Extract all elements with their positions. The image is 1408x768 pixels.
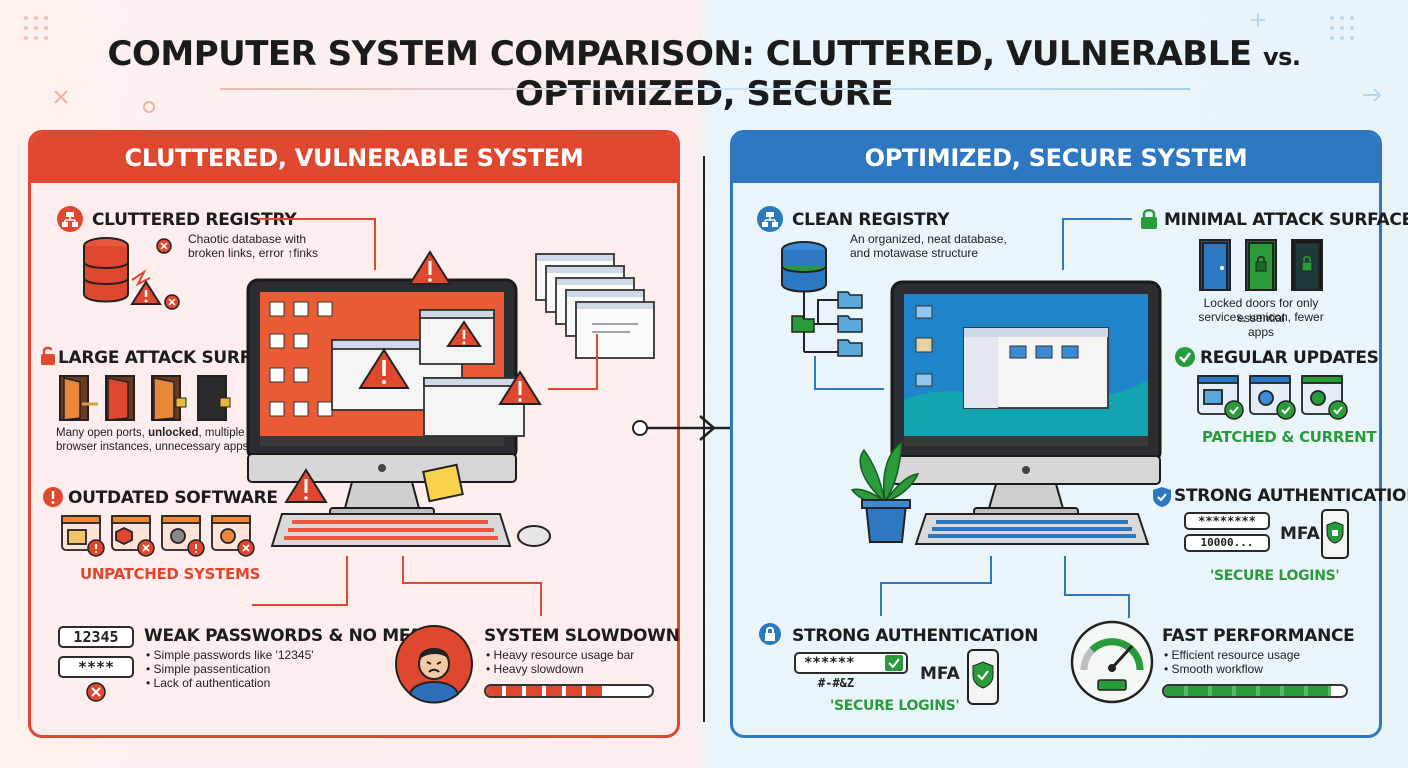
unpatched-systems-tag: UNPATCHED SYSTEMS <box>80 565 261 583</box>
connector-line <box>258 218 376 220</box>
title-divider <box>220 88 1190 90</box>
slowdown-bullet-1: • Heavy resource usage bar <box>486 648 635 662</box>
decor-dots-right <box>1330 16 1354 40</box>
secure-password-field-bottom: ****** <box>794 652 908 674</box>
connector-line <box>374 218 376 270</box>
secure-logins-tag-bottom: 'SECURE LOGINS' <box>830 698 960 714</box>
password-check-icon <box>885 655 903 671</box>
page-title: COMPUTER SYSTEM COMPARISON: CLUTTERED, V… <box>107 34 1301 114</box>
strong-auth-heading-bottom: STRONG AUTHENTICATION <box>792 626 1039 646</box>
weak-passwords-heading: WEAK PASSWORDS & NO MFA <box>144 626 422 646</box>
decor-plus-icon <box>1251 13 1265 27</box>
updated-app-icons <box>1197 375 1348 420</box>
mfa-label-top: MFA <box>1280 524 1320 544</box>
cluttered-keyboard-icon <box>270 513 551 547</box>
clean-registry-heading: CLEAN REGISTRY <box>792 210 950 230</box>
performance-bullet-2: • Smooth workflow <box>1164 662 1263 676</box>
decor-arrow-icon <box>1363 88 1382 102</box>
secure-password-field-top: ******** <box>1184 512 1270 530</box>
slowdown-bullet-2: • Heavy slowdown <box>486 662 584 676</box>
locked-badge-icon <box>759 623 781 645</box>
secure-system-panel: OPTIMIZED, SECURE SYSTEM <box>730 130 1382 738</box>
organized-database-icon <box>781 241 863 357</box>
connector-line <box>880 582 992 584</box>
secure-panel-header: OPTIMIZED, SECURE SYSTEM <box>733 133 1379 183</box>
outdated-app-icons <box>61 515 255 557</box>
secure-logins-tag-top: 'SECURE LOGINS' <box>1210 568 1340 584</box>
speedometer-icon <box>1070 620 1154 704</box>
weak-password-field-1: 12345 <box>58 626 134 648</box>
large-attack-heading: LARGE ATTACK SURFACE <box>58 348 286 368</box>
strong-auth-heading-top: STRONG AUTHENTICATION <box>1174 486 1408 506</box>
secure-code-text-bottom: #-#&Z <box>818 676 855 690</box>
heavy-usage-bar <box>484 684 654 698</box>
heavy-usage-fill <box>486 686 606 696</box>
decor-x-icon <box>54 90 68 104</box>
weak-passwords-bullet-3: • Lack of authentication <box>146 676 271 690</box>
cluttered-monitor-illustration <box>246 250 542 519</box>
clean-registry-desc-1: An organized, neat database, <box>850 232 1007 246</box>
efficient-usage-bar <box>1162 684 1348 698</box>
decor-ring-icon <box>143 101 155 113</box>
minimal-attack-heading: MINIMAL ATTACK SURFACE <box>1164 210 1408 230</box>
cluttered-panel-header: CLUTTERED, VULNERABLE SYSTEM <box>31 133 677 183</box>
warning-circle-icon <box>43 487 63 507</box>
shield-check-icon <box>1153 487 1171 507</box>
unlocked-padlock-icon <box>41 346 55 365</box>
large-attack-desc-1: Many open ports, unlocked, multiple <box>56 427 245 439</box>
cluttered-registry-heading: CLUTTERED REGISTRY <box>92 210 297 230</box>
connector-line <box>540 582 542 616</box>
fast-performance-heading: FAST PERFORMANCE <box>1162 626 1355 646</box>
stacked-browser-windows-icon <box>535 253 655 359</box>
frustrated-user-avatar <box>395 625 473 704</box>
connector-line <box>814 356 816 390</box>
weak-password-field-2: **** <box>58 656 134 678</box>
performance-bullet-1: • Efficient resource usage <box>1164 648 1301 662</box>
connector-line <box>402 556 404 584</box>
phone-shield-icon <box>1321 509 1349 559</box>
secure-code-field-top: 10000... <box>1184 534 1270 552</box>
minimal-attack-desc-1: Locked doors for only essential <box>1203 296 1319 325</box>
weak-passwords-bullet-2: • Simple passentication <box>146 662 271 676</box>
weak-passwords-bullet-1: • Simple passwords like '12345' <box>146 648 314 662</box>
locked-doors-icon <box>1199 239 1323 291</box>
connector-line <box>1062 218 1132 220</box>
regular-updates-heading: REGULAR UPDATES <box>1200 348 1379 368</box>
open-doors-icon <box>59 375 231 421</box>
broken-database-icon <box>83 237 180 310</box>
potted-plant-icon <box>850 440 920 543</box>
clean-keyboard-icon <box>914 513 1150 545</box>
connector-line <box>346 556 348 606</box>
mfa-label-bottom: MFA <box>920 664 960 684</box>
large-attack-desc-2: browser instances, unnecessary apps <box>56 441 249 453</box>
system-slowdown-heading: SYSTEM SLOWDOWN <box>484 626 680 646</box>
error-x-icon <box>86 682 106 702</box>
locked-padlock-icon <box>1141 209 1157 229</box>
patched-current-tag: PATCHED & CURRENT <box>1202 428 1377 446</box>
connector-line <box>880 582 882 616</box>
phone-shield-check-icon <box>967 649 999 705</box>
clean-monitor-illustration <box>890 280 1162 519</box>
connector-line <box>1062 218 1064 270</box>
connector-line <box>1128 594 1130 618</box>
minimal-attack-desc-2: services, umicon, fewer apps <box>1198 310 1324 339</box>
connector-line <box>1064 594 1130 596</box>
check-circle-icon <box>1175 347 1195 367</box>
clean-registry-desc-2: and motawase structure <box>850 246 979 260</box>
cluttered-registry-desc-1: Chaotic database with <box>188 232 307 246</box>
efficient-usage-fill <box>1164 686 1332 696</box>
connector-line <box>814 388 884 390</box>
connector-line <box>402 582 542 584</box>
center-divider <box>703 156 705 722</box>
outdated-software-heading: OUTDATED SOFTWARE <box>68 488 278 508</box>
decor-dots-left <box>24 16 48 40</box>
connector-line <box>252 604 348 606</box>
connector-line <box>990 556 992 584</box>
cluttered-registry-desc-2: broken links, error ↑finks <box>188 246 319 260</box>
registry-clean-badge-icon <box>757 206 783 232</box>
registry-badge-icon <box>57 206 83 232</box>
connector-line <box>596 334 598 388</box>
connector-line <box>1064 556 1066 596</box>
connector-line <box>548 388 598 390</box>
